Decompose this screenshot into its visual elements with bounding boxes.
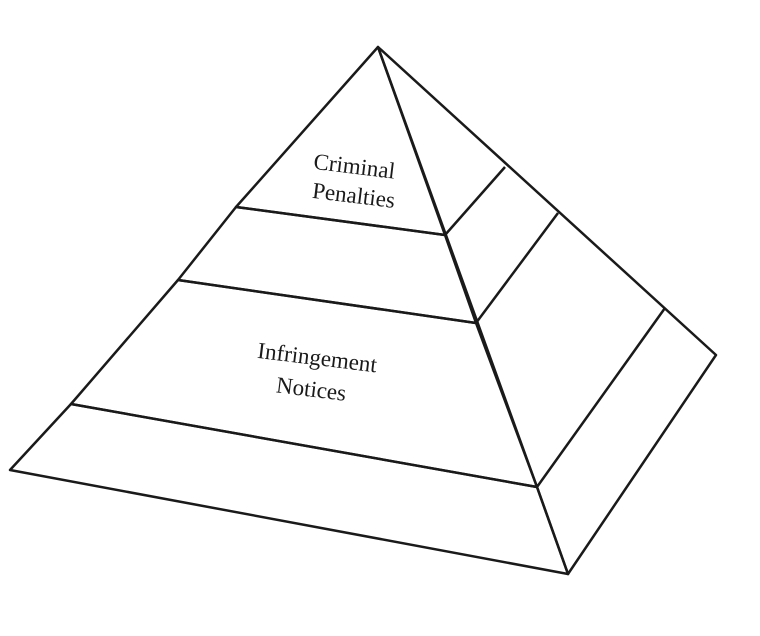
- label-persuasion-warning: Persuasion and Warning Letters: [208, 439, 364, 511]
- label-infringement-line-2: Notices: [275, 372, 348, 405]
- label-infringement-notices: Infringement Notices: [252, 338, 384, 410]
- label-civil-line-1: Civil Penalties: [269, 246, 406, 287]
- side-divider-1: [444, 166, 506, 236]
- label-criminal-penalties: Criminal Penalties: [309, 149, 402, 213]
- label-civil-penalties: Civil Penalties: [269, 246, 406, 287]
- tier-persuasion-warning: [8, 402, 570, 576]
- label-infringement-line-1: Infringement: [256, 338, 379, 378]
- side-divider-3: [535, 307, 667, 488]
- pyramid-side-face: [376, 45, 718, 576]
- tier-criminal-penalties: [234, 45, 447, 237]
- label-criminal-line-2: Penalties: [311, 178, 397, 213]
- side-divider-2: [474, 212, 560, 324]
